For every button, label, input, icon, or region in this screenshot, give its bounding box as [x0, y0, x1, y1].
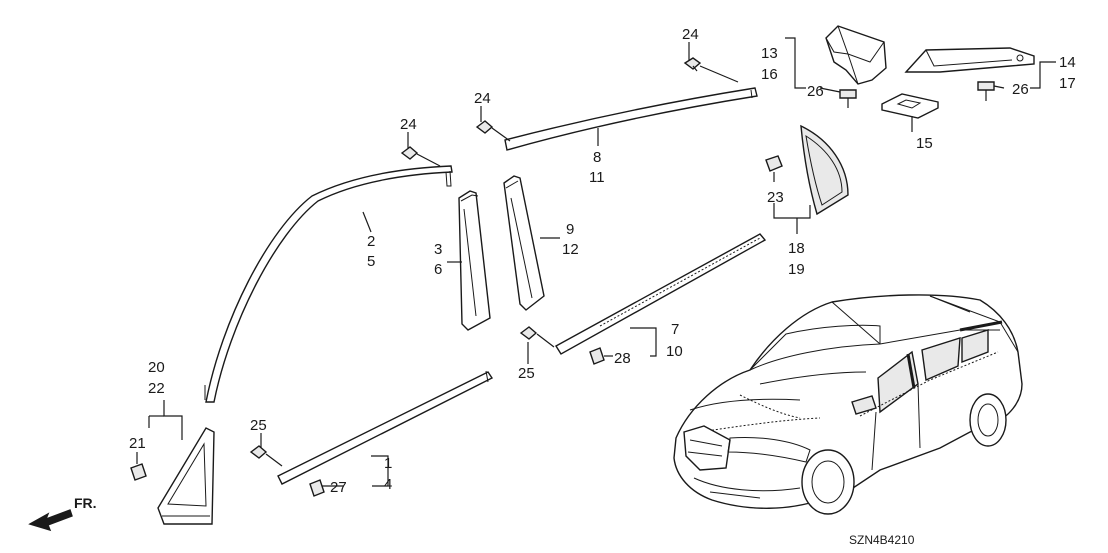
front-direction-arrow: FR.: [28, 495, 97, 532]
callout-17: 17: [1059, 75, 1076, 92]
cowl-bracket: [825, 25, 887, 85]
pillar-garnish-front: [458, 190, 491, 331]
callout-labels: 24 24 24 8 11 2 5 3 6 9 12 7 10 28 25 25…: [129, 26, 1076, 547]
callout-7: 7: [671, 321, 679, 338]
callout-24-a: 24: [682, 26, 699, 43]
callout-26-b: 26: [1012, 81, 1029, 98]
callout-28: 28: [614, 350, 631, 367]
clip-28: [589, 347, 605, 365]
roof-molding-front: [204, 165, 453, 403]
quarter-glass: [800, 124, 849, 216]
callout-2: 2: [367, 233, 375, 250]
callout-25-b: 25: [250, 417, 267, 434]
drawing-code: SZN4B4210: [849, 533, 915, 547]
callout-13: 13: [761, 45, 778, 62]
callout-6: 6: [434, 261, 442, 278]
callout-20: 20: [148, 359, 165, 376]
callout-22: 22: [148, 380, 165, 397]
callout-24-c: 24: [400, 116, 417, 133]
callout-21: 21: [129, 435, 146, 452]
clip-21: [130, 463, 147, 481]
callout-24-b: 24: [474, 90, 491, 107]
leader-lines: [136, 37, 1056, 487]
callout-25-a: 25: [518, 365, 535, 382]
callout-8: 8: [593, 149, 601, 166]
clip-27: [309, 479, 325, 497]
end-cap: [904, 47, 1035, 73]
callout-5: 5: [367, 253, 375, 270]
clip-plate: [881, 93, 939, 119]
callout-18: 18: [788, 240, 805, 257]
clip-26-b: [977, 81, 995, 101]
clip-23: [765, 155, 783, 172]
callout-19: 19: [788, 261, 805, 278]
clip-24-b: [475, 120, 511, 142]
roof-molding-rear: [504, 87, 758, 151]
callout-11: 11: [589, 169, 605, 186]
direction-label: FR.: [74, 495, 97, 511]
pillar-garnish-rear: [503, 175, 545, 311]
belt-molding-rear: [555, 233, 767, 355]
callout-16: 16: [761, 66, 778, 83]
callout-26-a: 26: [807, 83, 824, 100]
callout-27: 27: [330, 479, 347, 496]
belt-molding-front: [277, 370, 494, 485]
clip-24-a: [683, 57, 739, 83]
callout-23: 23: [767, 189, 784, 206]
clip-26-a: [839, 89, 857, 108]
clip-25-b: [249, 445, 283, 467]
corner-garnish: [157, 427, 215, 525]
callout-10: 10: [666, 343, 683, 360]
callout-15: 15: [916, 135, 933, 152]
vehicle-illustration: [673, 294, 1023, 515]
callout-1: 1: [384, 455, 392, 472]
callout-14: 14: [1059, 54, 1076, 71]
callout-4: 4: [384, 476, 392, 493]
clip-24-c: [400, 146, 441, 167]
callout-9: 9: [566, 221, 574, 238]
callout-3: 3: [434, 241, 442, 258]
clip-25-a: [519, 326, 555, 348]
callout-12: 12: [562, 241, 579, 258]
